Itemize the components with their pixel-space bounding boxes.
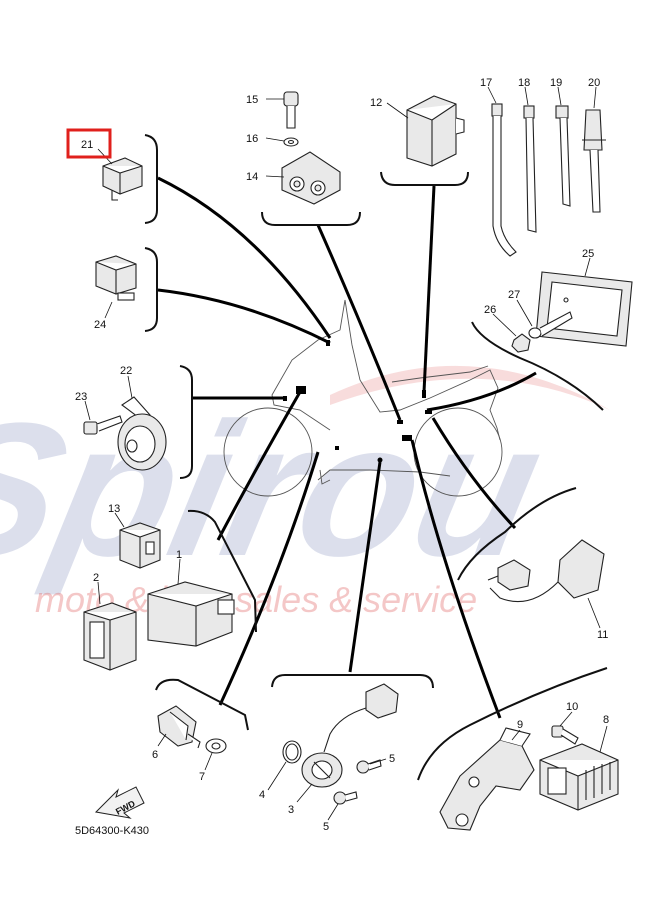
watermark-brand: Spirou xyxy=(0,383,558,596)
part-18-cable-tie[interactable] xyxy=(523,86,537,233)
part-6-sensor[interactable] xyxy=(157,705,201,749)
part-26-nut[interactable] xyxy=(492,313,531,353)
label-8[interactable]: 8 xyxy=(603,714,609,726)
part-10-bolt[interactable] xyxy=(551,711,579,745)
part-17-cable-tie[interactable] xyxy=(487,86,517,257)
label-14[interactable]: 14 xyxy=(246,171,258,183)
label-26[interactable]: 26 xyxy=(484,304,496,316)
fwd-arrow xyxy=(94,786,145,819)
part-numbers: 21 24 23 22 13 2 1 15 16 14 12 17 18 19 … xyxy=(75,77,609,833)
label-5a[interactable]: 5 xyxy=(389,753,395,765)
part-13-relay[interactable] xyxy=(114,512,161,569)
label-19[interactable]: 19 xyxy=(550,77,562,89)
part-3-sensor[interactable] xyxy=(296,683,399,803)
part-22-horn[interactable] xyxy=(117,375,167,471)
label-7[interactable]: 7 xyxy=(199,771,205,783)
label-23[interactable]: 23 xyxy=(75,391,87,403)
part-12-unit[interactable] xyxy=(386,95,465,167)
part-23-bolt[interactable] xyxy=(83,400,123,435)
group-leaders xyxy=(157,176,537,719)
diagram-code: 5D64300-K430 xyxy=(75,825,149,837)
label-22[interactable]: 22 xyxy=(120,365,132,377)
part-19-cable-tie[interactable] xyxy=(555,86,571,207)
label-25[interactable]: 25 xyxy=(582,248,594,260)
label-2[interactable]: 2 xyxy=(93,572,99,584)
group-brackets xyxy=(144,134,608,781)
label-27[interactable]: 27 xyxy=(508,289,520,301)
part-7-washer[interactable] xyxy=(204,738,227,771)
watermark: Spirou xyxy=(0,365,610,596)
label-4[interactable]: 4 xyxy=(259,789,265,801)
part-25-plate[interactable] xyxy=(535,257,633,347)
label-24[interactable]: 24 xyxy=(94,319,106,331)
part-2-unit[interactable] xyxy=(83,581,137,671)
label-1[interactable]: 1 xyxy=(176,549,182,561)
label-21[interactable]: 21 xyxy=(81,139,93,151)
label-12[interactable]: 12 xyxy=(370,97,382,109)
part-24-relay[interactable] xyxy=(95,255,137,319)
part-4-o-ring[interactable] xyxy=(267,740,302,791)
label-3[interactable]: 3 xyxy=(288,804,294,816)
part-8-regulator[interactable] xyxy=(539,725,619,811)
scooter-outline xyxy=(223,299,503,497)
part-20-cable-tie[interactable] xyxy=(582,86,606,213)
part-21-relay[interactable] xyxy=(97,148,143,201)
label-16[interactable]: 16 xyxy=(246,133,258,145)
label-10[interactable]: 10 xyxy=(566,701,578,713)
label-6[interactable]: 6 xyxy=(152,749,158,761)
label-13[interactable]: 13 xyxy=(108,503,120,515)
label-15[interactable]: 15 xyxy=(246,94,258,106)
part-5-screw-b[interactable] xyxy=(327,791,358,821)
part-1-unit[interactable] xyxy=(147,558,235,647)
part-27-bolt[interactable] xyxy=(516,299,573,339)
label-9[interactable]: 9 xyxy=(517,719,523,731)
label-18[interactable]: 18 xyxy=(518,77,530,89)
part-9-bracket[interactable] xyxy=(439,727,535,831)
label-11[interactable]: 11 xyxy=(597,629,608,641)
part-5-screw-a[interactable] xyxy=(356,758,387,774)
label-17[interactable]: 17 xyxy=(480,77,492,89)
label-20[interactable]: 20 xyxy=(588,77,600,89)
highlight-box-21 xyxy=(66,128,112,159)
label-5b[interactable]: 5 xyxy=(323,821,329,833)
part-11-sensor[interactable] xyxy=(487,539,605,629)
part-14-bracket[interactable] xyxy=(265,151,341,205)
part-15-bolt[interactable] xyxy=(266,91,299,129)
part-16-washer[interactable] xyxy=(265,137,299,147)
